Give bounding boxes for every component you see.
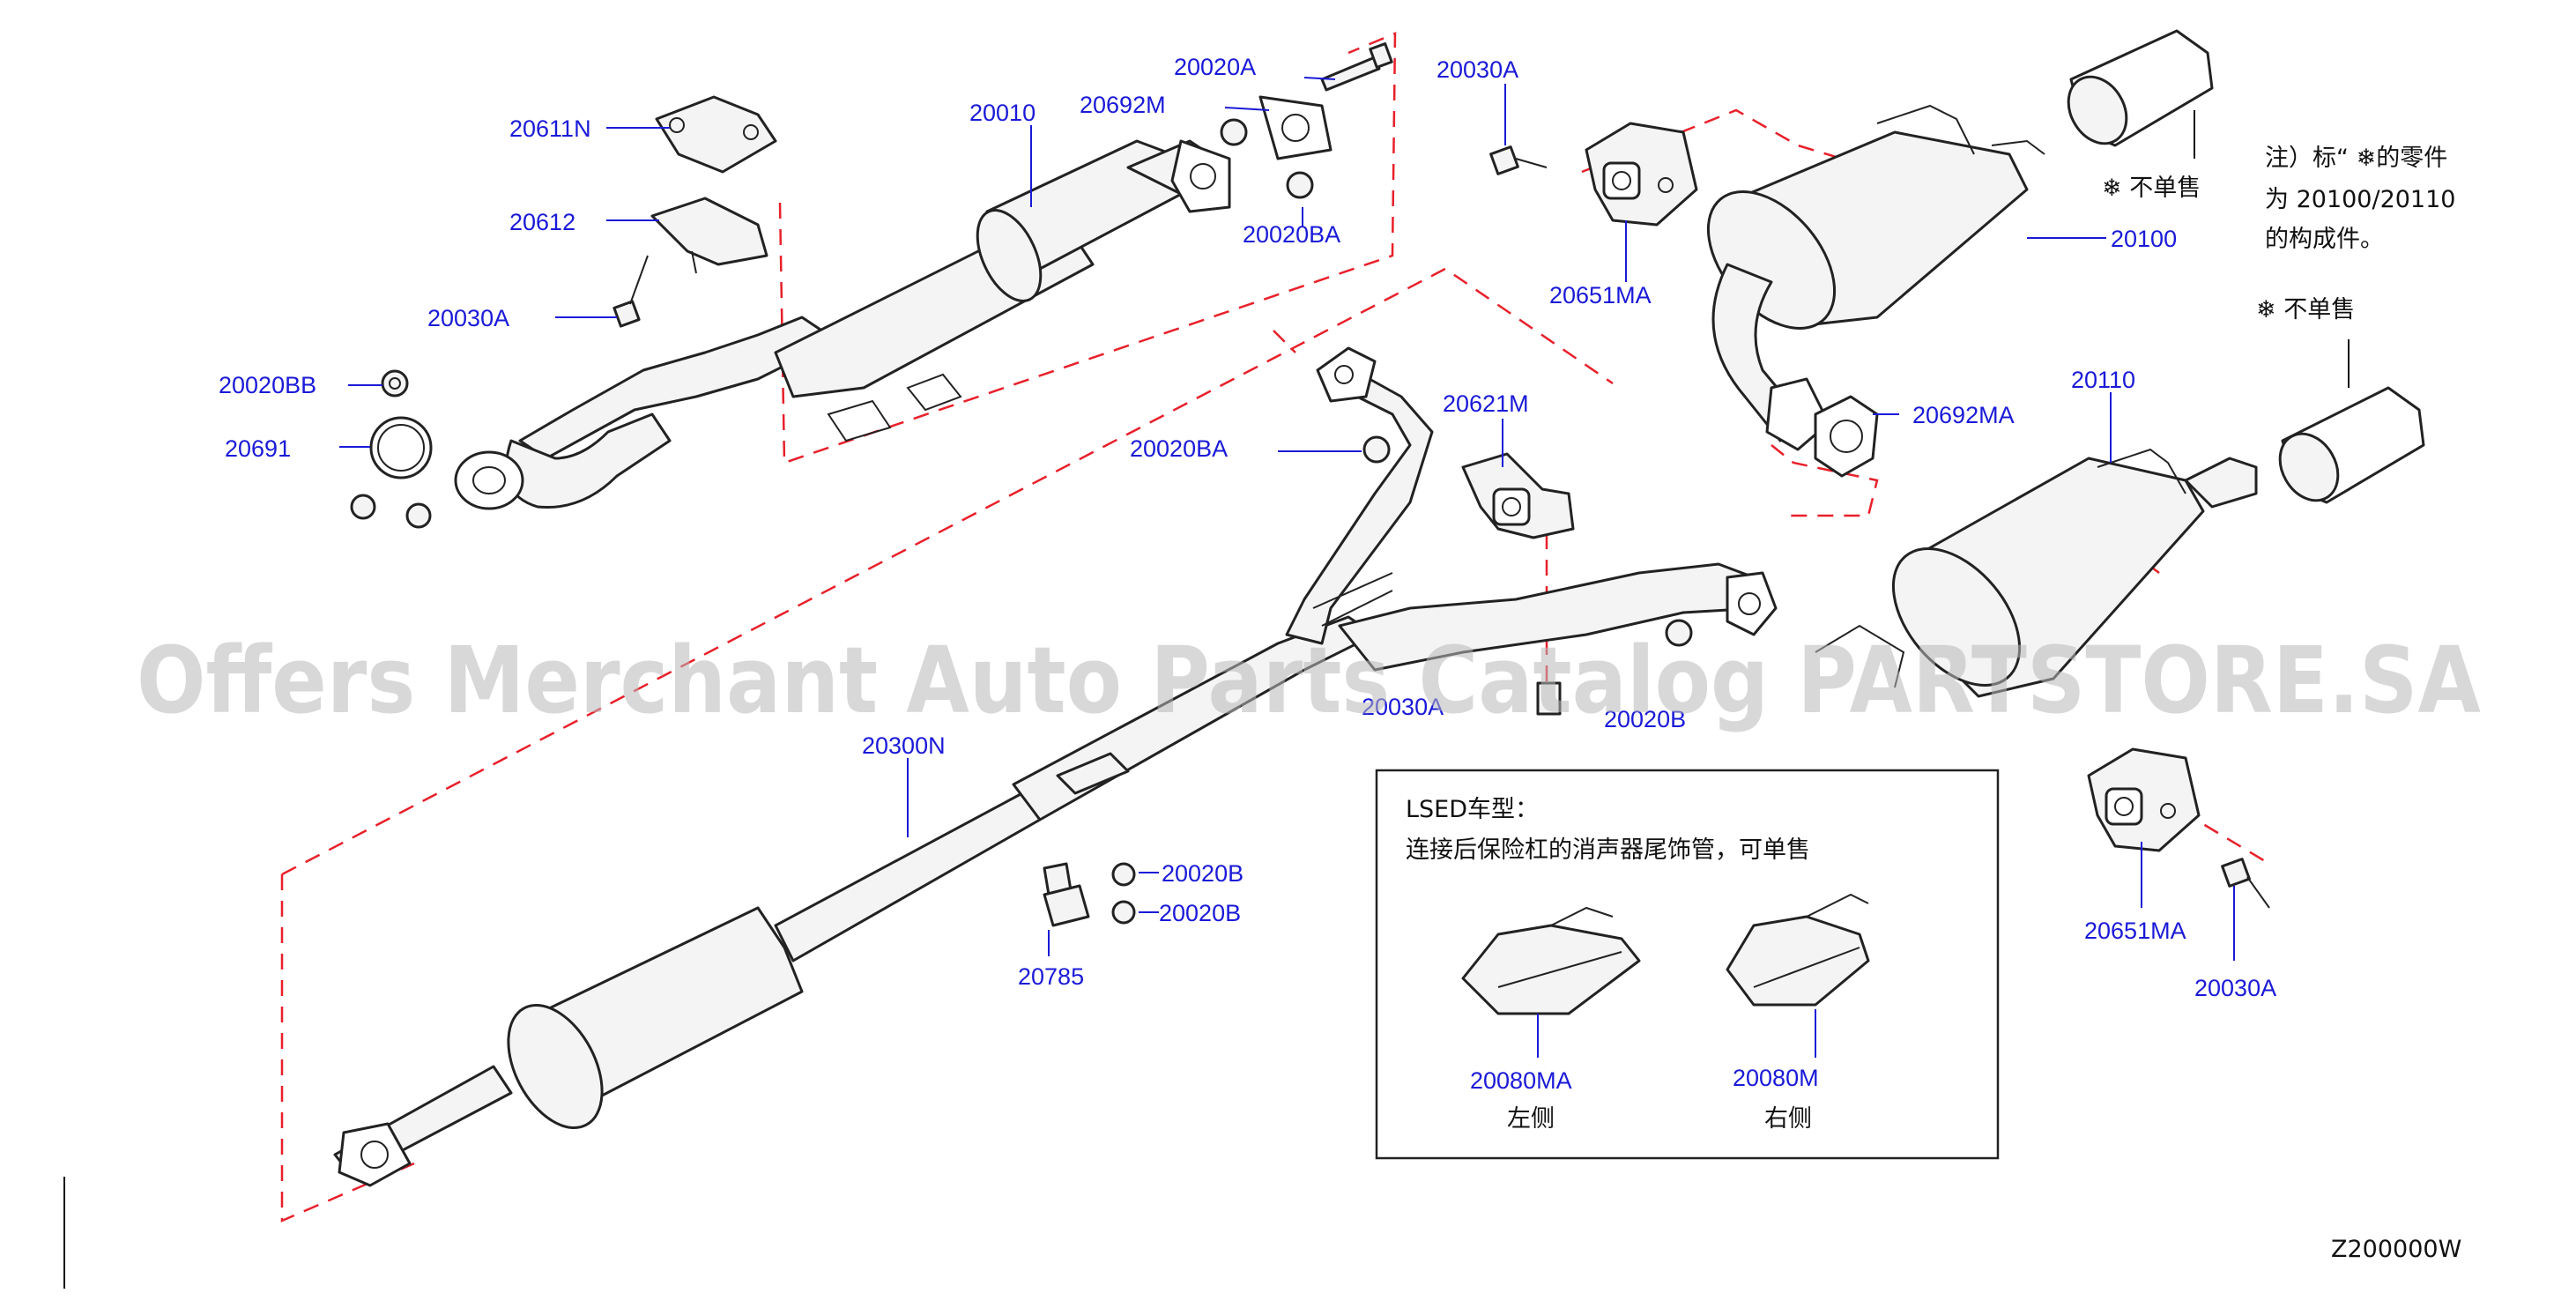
part-label-20020BA-top[interactable]: 20020BA: [1243, 221, 1340, 248]
gasket-flange-top[interactable]: [1258, 95, 1333, 160]
part-label-20621M[interactable]: 20621M: [1443, 390, 1529, 417]
part-label-20300N[interactable]: 20300N: [862, 732, 946, 759]
rear-muffler-20100[interactable]: [1683, 104, 2045, 451]
part-label-20691[interactable]: 20691: [225, 435, 291, 462]
bolt-20030A-top[interactable]: [1489, 145, 1548, 175]
leader-lines: [339, 77, 2350, 1058]
part-label-20110[interactable]: 20110: [2071, 367, 2135, 393]
diagram-code: Z200000W: [2331, 1236, 2461, 1263]
front-pipe-catalyst[interactable]: [454, 139, 1231, 510]
part-label-20020A[interactable]: 20020A: [1174, 54, 1256, 80]
hanger-20651MA-top[interactable]: [1585, 122, 1698, 227]
nuts-small-left[interactable]: [350, 494, 432, 529]
stud-20020A[interactable]: [1320, 42, 1393, 92]
bracket-20785[interactable]: [1043, 862, 1090, 927]
bracket-20611N[interactable]: [655, 95, 777, 174]
part-label-20030A-bottom[interactable]: 20030A: [2194, 975, 2276, 1001]
gasket-20691[interactable]: [369, 416, 433, 479]
part-label-20030A-left[interactable]: 20030A: [427, 305, 509, 331]
lsed-inset-box: [1375, 769, 2000, 1160]
rear-muffler-20110[interactable]: [1815, 448, 2258, 709]
part-label-20020BA-mid[interactable]: 20020BA: [1130, 435, 1228, 462]
lsed-right-label: 右侧: [1764, 1105, 1812, 1133]
nut-20020BB[interactable]: [381, 369, 409, 398]
part-label-20020B-b[interactable]: 20020B: [1159, 900, 1241, 926]
tailpipe-finisher-bottom[interactable]: [2268, 386, 2425, 511]
footnote-line-3: 的构成件。: [2265, 226, 2384, 253]
part-label-20030A-mid[interactable]: 20030A: [1362, 694, 1444, 720]
part-label-20010[interactable]: 20010: [969, 100, 1036, 126]
watermark-text: Offers Merchant Auto Parts Catalog PARTS…: [137, 627, 2481, 734]
lsed-subtitle: 连接后保险杠的消声器尾饰管，可单售: [1406, 836, 1810, 864]
hanger-20651MA-bottom[interactable]: [2087, 747, 2201, 852]
part-label-20612[interactable]: 20612: [509, 209, 575, 235]
part-label-20692MA[interactable]: 20692MA: [1912, 402, 2015, 428]
not-sold-note-bottom: ❄ 不单售: [2256, 296, 2355, 323]
part-label-20651MA-top[interactable]: 20651MA: [1549, 282, 1652, 308]
footnote-line-2: 为 20100/20110: [2265, 186, 2455, 213]
part-label-20100[interactable]: 20100: [2111, 226, 2177, 252]
bracket-20612[interactable]: [650, 197, 768, 274]
part-label-20020B-a[interactable]: 20020B: [1162, 860, 1243, 887]
part-label-20651MA-bottom[interactable]: 20651MA: [2084, 918, 2186, 944]
part-label-20611N[interactable]: 20611N: [509, 115, 591, 142]
bolt-20030A-mid[interactable]: [1536, 681, 1562, 716]
bolt-20030A-left[interactable]: [612, 255, 649, 328]
hanger-20621M[interactable]: [1461, 452, 1575, 539]
nut-20692M[interactable]: [1220, 118, 1248, 146]
part-label-20080M[interactable]: 20080M: [1733, 1065, 1819, 1091]
flange-20020BA-mid[interactable]: [1362, 435, 1391, 464]
part-label-20020B-mid[interactable]: 20020B: [1604, 706, 1686, 732]
nuts-20020B[interactable]: [1111, 862, 1136, 925]
nut-20020BA-top[interactable]: [1286, 171, 1314, 199]
finisher-20080M[interactable]: [1726, 893, 1870, 1007]
part-label-20020BB[interactable]: 20020BB: [219, 372, 316, 398]
part-label-20030A-top[interactable]: 20030A: [1436, 56, 1518, 83]
part-label-20692M[interactable]: 20692M: [1080, 92, 1166, 118]
part-label-20080MA[interactable]: 20080MA: [1470, 1067, 1572, 1094]
not-sold-note-top: ❄ 不单售: [2102, 175, 2201, 202]
tailpipe-finisher-top[interactable]: [2057, 29, 2214, 154]
gasket-20692MA[interactable]: [1814, 395, 1879, 478]
part-label-20785[interactable]: 20785: [1018, 963, 1084, 990]
lsed-left-label: 左侧: [1507, 1105, 1555, 1133]
nut-20020B-mid[interactable]: [1665, 619, 1693, 647]
center-pipe[interactable]: [333, 346, 1778, 1187]
lsed-title: LSED车型：: [1406, 796, 1539, 823]
bolt-20030A-bottom[interactable]: [2221, 858, 2270, 909]
footnote-line-1: 注）标“ ❄的零件: [2265, 145, 2447, 172]
finisher-20080MA[interactable]: [1461, 906, 1641, 1015]
